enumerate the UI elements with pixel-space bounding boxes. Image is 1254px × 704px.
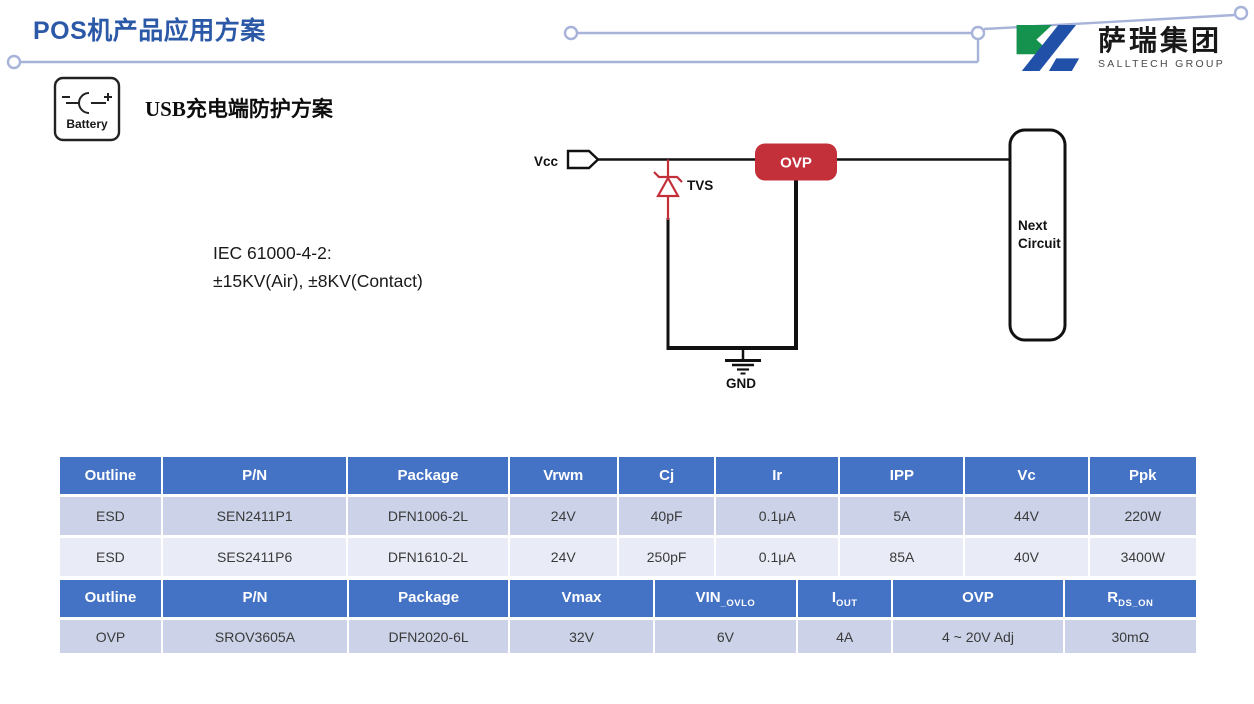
table-header-row: Outline P/N Package Vrwm Cj Ir IPP Vc Pp… — [60, 457, 1196, 494]
logo-name-cn: 萨瑞集团 — [1098, 24, 1223, 56]
table-row: ESD SES2411P6 DFN1610-2L 24V 250pF 0.1μA… — [60, 538, 1196, 576]
table-cell: DFN2020-6L — [348, 620, 509, 653]
table-row: ESD SEN2411P1 DFN1006-2L 24V 40pF 0.1μA … — [60, 497, 1196, 535]
column-header: Vc — [965, 457, 1088, 494]
tvs-diode-icon — [653, 159, 683, 220]
table-cell: 30mΩ — [1064, 620, 1196, 653]
column-header: Vrwm — [509, 457, 618, 494]
column-header: Outline — [60, 457, 161, 494]
table-cell: 250pF — [619, 538, 715, 576]
section-heading: USB充电端防护方案 — [145, 97, 333, 121]
table-cell: 4 ~ 20V Adj — [893, 620, 1063, 653]
logo-mark-icon — [1016, 25, 1080, 71]
ovp-spec-table: Outline P/N Package Vmax VIN_OVLO IOUT O… — [58, 577, 1198, 656]
table-cell: SES2411P6 — [162, 538, 347, 576]
tvs-label: TVS — [687, 178, 713, 193]
table-cell: ESD — [60, 538, 161, 576]
column-header: Package — [348, 457, 508, 494]
table-cell: OVP — [60, 620, 161, 653]
iec-note-line2: ±15KV(Air), ±8KV(Contact) — [213, 270, 423, 291]
esd-spec-table: Outline P/N Package Vrwm Cj Ir IPP Vc Pp… — [58, 454, 1198, 579]
table-cell: 85A — [840, 538, 964, 576]
decorative-lines — [6, 5, 1249, 70]
column-header: VIN_OVLO — [654, 580, 797, 617]
vcc-label: Vcc — [534, 154, 559, 169]
table-cell: DFN1610-2L — [348, 538, 508, 576]
logo-name-en: SALLTECH GROUP — [1098, 58, 1226, 71]
table-cell: 44V — [965, 497, 1088, 535]
column-header: Ir — [716, 457, 839, 494]
table-cell: 5A — [840, 497, 964, 535]
column-header: IOUT — [798, 580, 892, 617]
column-header: Ppk — [1089, 457, 1196, 494]
ovp-label: OVP — [780, 155, 812, 172]
table-cell: 4A — [798, 620, 892, 653]
table-cell: 40pF — [619, 497, 715, 535]
ovp-block: OVP — [755, 143, 837, 181]
ground-icon — [725, 350, 761, 375]
vcc-connector-icon — [566, 149, 600, 170]
table-cell: 6V — [654, 620, 797, 653]
column-header: P/N — [162, 580, 347, 617]
table-header-row: Outline P/N Package Vmax VIN_OVLO IOUT O… — [60, 580, 1196, 617]
column-header: Cj — [619, 457, 715, 494]
circuit-wires — [598, 158, 1010, 350]
battery-icon: Battery — [53, 76, 121, 147]
iec-note: IEC 61000-4-2: ±15KV(Air), ±8KV(Contact) — [213, 240, 423, 295]
gnd-label: GND — [726, 376, 756, 391]
table-row: OVP SROV3605A DFN2020-6L 32V 6V 4A 4 ~ 2… — [60, 620, 1196, 653]
column-header: Vmax — [510, 580, 653, 617]
battery-symbol-icon — [62, 92, 112, 114]
next-circuit-label-line2: Circuit — [1018, 236, 1061, 251]
column-header: Package — [348, 580, 509, 617]
next-circuit-box: Next Circuit — [1008, 128, 1067, 342]
next-circuit-label-line1: Next — [1018, 218, 1048, 233]
table-cell: 24V — [509, 538, 618, 576]
table-cell: 32V — [510, 620, 653, 653]
table-cell: DFN1006-2L — [348, 497, 508, 535]
iec-note-line1: IEC 61000-4-2: — [213, 243, 332, 263]
column-header: OVP — [893, 580, 1063, 617]
table-cell: 24V — [509, 497, 618, 535]
battery-label: Battery — [66, 117, 108, 131]
table-cell: 0.1μA — [716, 497, 839, 535]
table-cell: SEN2411P1 — [162, 497, 347, 535]
column-header: IPP — [840, 457, 964, 494]
table-cell: 40V — [965, 538, 1088, 576]
table-cell: 0.1μA — [716, 538, 839, 576]
table-cell: 3400W — [1089, 538, 1196, 576]
page-title: POS机产品应用方案 — [33, 17, 266, 45]
column-header: RDS_ON — [1064, 580, 1196, 617]
table-cell: ESD — [60, 497, 161, 535]
table-cell: SROV3605A — [162, 620, 347, 653]
circuit-diagram: Vcc TVS OVP GND Next Circuit — [534, 128, 1067, 391]
company-logo: 萨瑞集团 SALLTECH GROUP — [1014, 24, 1225, 72]
table-cell: 220W — [1089, 497, 1196, 535]
column-header: P/N — [162, 457, 347, 494]
column-header: Outline — [60, 580, 161, 617]
